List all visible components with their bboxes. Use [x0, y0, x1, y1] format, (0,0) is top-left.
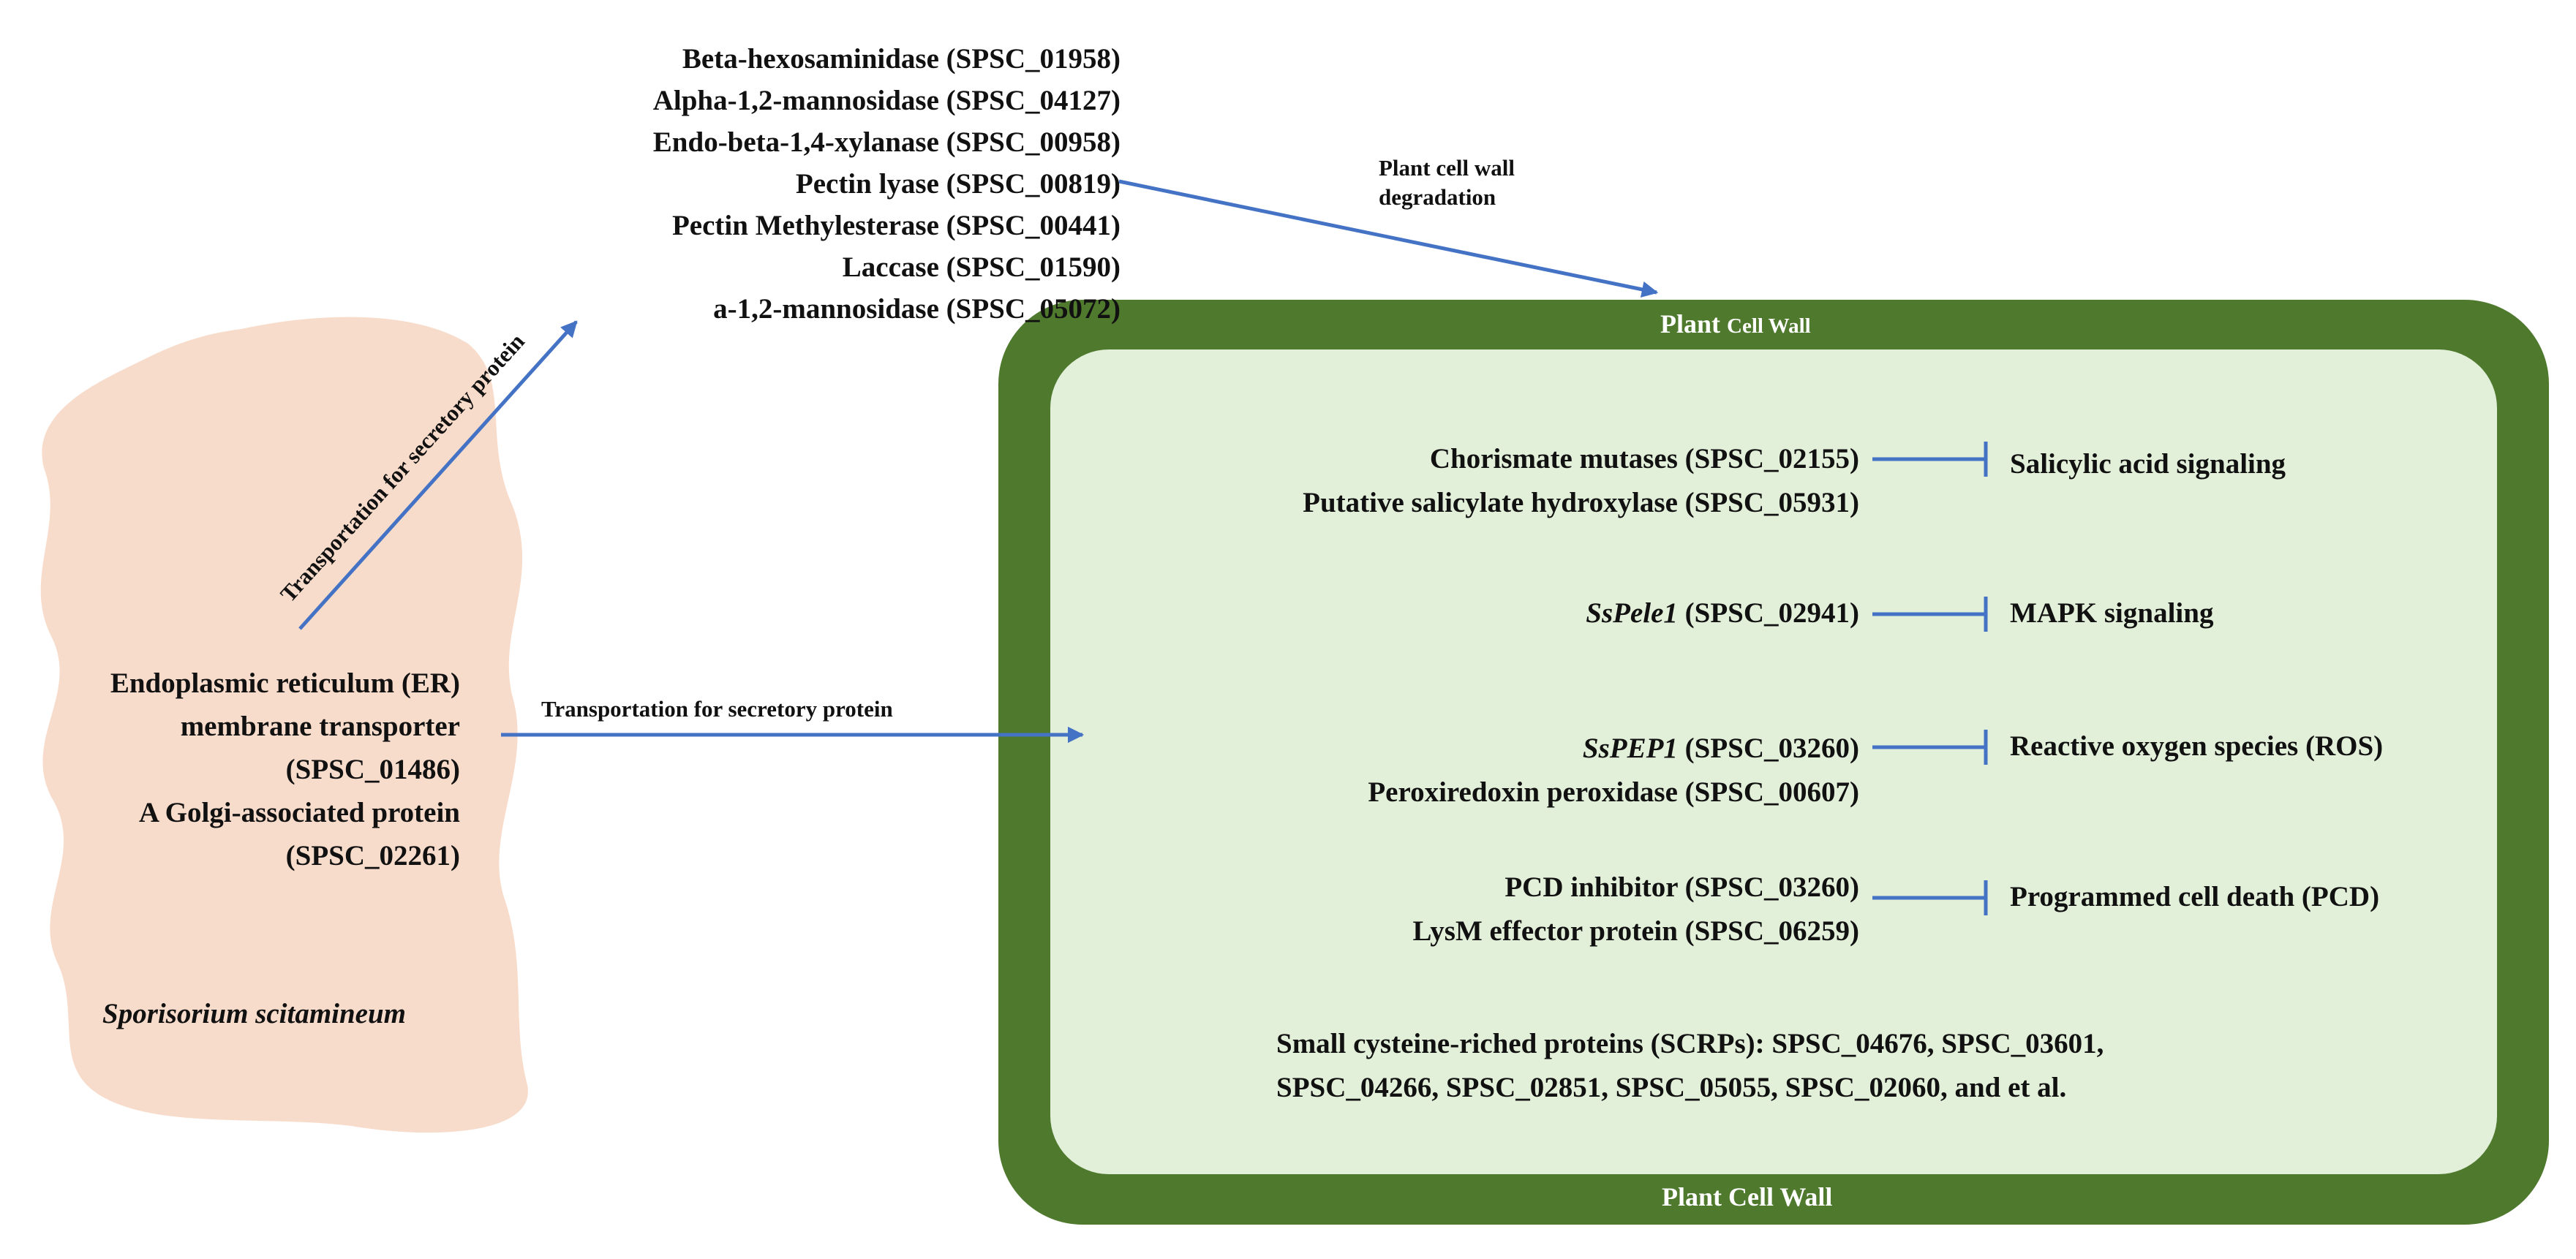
enzyme-item: Pectin Methylesterase (SPSC_00441) — [671, 210, 1121, 241]
mapk-target: MAPK signaling — [2010, 597, 2214, 629]
ros-effector-name: SsPEP1 — [1582, 733, 1678, 764]
degradation-label-line: Plant cell wall — [1379, 155, 1515, 181]
wall-label-top-big: Plant — [1660, 309, 1721, 339]
degradation-label-line: degradation — [1379, 184, 1496, 210]
inhibit-salicylic — [1872, 442, 1988, 477]
ros-effector-id: (SPSC_03260) — [1684, 733, 1859, 764]
diagonal-secretion-arrow — [298, 320, 578, 630]
mapk-effector: SsPele1 (SPSC_02941) — [1586, 597, 1859, 630]
enzyme-item: Beta-hexosaminidase (SPSC_01958) — [682, 43, 1121, 75]
scrp-line: Small cysteine-riched proteins (SCRPs): … — [1276, 1028, 2104, 1059]
effector-line: Putative salicylate hydroxylase (SPSC_05… — [1303, 487, 1859, 518]
enzyme-list: Beta-hexosaminidase (SPSC_01958) Alpha-1… — [653, 38, 1121, 330]
fungus-line: membrane transporter — [180, 711, 460, 742]
ros-effector-2: Peroxiredoxin peroxidase (SPSC_00607) — [1368, 776, 1859, 808]
fungus-line: A Golgi-associated protein — [138, 797, 460, 828]
effector-line: LysM effector protein (SPSC_06259) — [1412, 915, 1859, 947]
species-name: Sporisorium scitamineum — [102, 998, 407, 1029]
inhibit-pcd — [1872, 880, 1988, 915]
effector-line: Chorismate mutases (SPSC_02155) — [1429, 443, 1859, 475]
wall-label-bottom: Plant Cell Wall — [1662, 1182, 1833, 1211]
salicylic-effectors: Chorismate mutases (SPSC_02155) Putative… — [1303, 437, 1859, 525]
mapk-effector-name: SsPele1 — [1586, 597, 1678, 629]
inhibit-ros — [1872, 730, 1988, 765]
enzyme-item: Laccase (SPSC_01590) — [842, 252, 1121, 283]
fungus-line: (SPSC_01486) — [285, 754, 460, 785]
pcd-effectors: PCD inhibitor (SPSC_03260) LysM effector… — [1412, 866, 1859, 953]
inhibit-mapk — [1872, 597, 1988, 632]
enzyme-item: a-1,2-mannosidase (SPSC_05072) — [713, 293, 1121, 325]
enzyme-item: Pectin lyase (SPSC_00819) — [795, 168, 1121, 200]
fungus-protein-list: Endoplasmic reticulum (ER) membrane tran… — [110, 662, 460, 877]
scrp-list: Small cysteine-riched proteins (SCRPs): … — [1276, 1022, 2104, 1110]
salicylic-target: Salicylic acid signaling — [2010, 448, 2286, 480]
ros-effector-1: SsPEP1 (SPSC_03260) — [1368, 727, 1859, 771]
effector-line: PCD inhibitor (SPSC_03260) — [1504, 872, 1859, 903]
degradation-label: Plant cell wall degradation — [1379, 154, 1515, 212]
degradation-arrow — [1118, 179, 1659, 298]
enzyme-item: Endo-beta-1,4-xylanase (SPSC_00958) — [652, 126, 1121, 158]
enzyme-item: Alpha-1,2-mannosidase (SPSC_04127) — [652, 85, 1121, 116]
pcd-target: Programmed cell death (PCD) — [2010, 881, 2380, 912]
plant-cell-interior — [1050, 349, 2497, 1174]
fungus-line: Endoplasmic reticulum (ER) — [110, 668, 460, 699]
scrp-line: SPSC_04266, SPSC_02851, SPSC_05055, SPSC… — [1276, 1072, 2067, 1103]
horizontal-arrow-label: Transportation for secretory protein — [541, 696, 893, 722]
fungus-line: (SPSC_02261) — [285, 840, 460, 872]
mapk-effector-id: (SPSC_02941) — [1684, 597, 1859, 629]
ros-target: Reactive oxygen species (ROS) — [2010, 730, 2384, 762]
wall-label-top-small: Cell Wall — [1727, 314, 1811, 338]
fungus-cell-shape — [40, 317, 528, 1133]
wall-label-top: Plant Cell Wall — [1660, 307, 1811, 343]
ros-effectors: SsPEP1 (SPSC_03260) Peroxiredoxin peroxi… — [1368, 727, 1859, 814]
